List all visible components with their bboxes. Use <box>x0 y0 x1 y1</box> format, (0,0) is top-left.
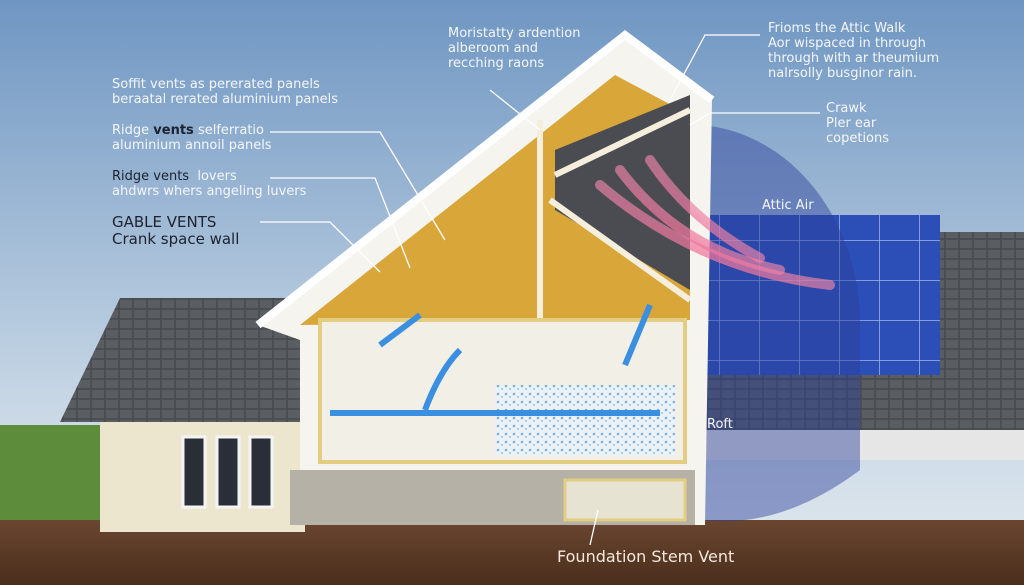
left-roof <box>60 298 305 422</box>
label-line: Aor wispaced in through <box>768 36 926 51</box>
window <box>181 435 274 509</box>
airflow-zone <box>700 125 861 522</box>
label-ridge-vents-1: Ridge vents selferratio aluminium annoil… <box>112 123 272 153</box>
label-line: recching raons <box>448 56 545 71</box>
warm-airflow-arrows <box>595 155 835 290</box>
label-bold: vents <box>153 123 194 138</box>
label-line: copetions <box>826 131 890 146</box>
cool-airflow-arrows <box>330 303 660 416</box>
label-line: nalrsolly busginor rain. <box>768 66 918 81</box>
label-title: Ridge vents <box>112 169 190 184</box>
label-ridge-vents-2: Ridge vents lovers ahdwrs whers angeling… <box>112 169 306 199</box>
label-line: Crank space wall <box>112 230 240 248</box>
label-foundation-vent: Foundation Stem Vent <box>557 547 735 566</box>
attic-dark <box>555 95 690 290</box>
label-line: through with ar theumium <box>768 51 940 66</box>
label-roft: Roft <box>707 417 733 432</box>
label-rest: selferratio <box>197 123 264 138</box>
label-line: GABLE VENTS <box>112 213 217 231</box>
label-attic-air: Attic Air <box>762 198 814 213</box>
leader-lines <box>260 34 820 546</box>
label-line: Ridge vents lovers <box>112 169 306 184</box>
label-line: beraatal rerated aluminium panels <box>112 92 339 107</box>
label-line: Ridge vents selferratio <box>112 123 272 138</box>
label-line: Moristatty ardention <box>448 26 581 41</box>
label-gable-vents: GABLE VENTS Crank space wall <box>112 214 239 248</box>
label-rest: lovers <box>197 169 237 184</box>
fascia <box>690 430 1024 460</box>
foundation-vent <box>563 478 687 522</box>
roof-edge <box>255 29 715 329</box>
label-line: Crawk <box>826 101 867 116</box>
label-soffit-vents: Soffit vents as pererated panels beraata… <box>112 77 338 107</box>
label-attic-walk: Frioms the Attic Walk Aor wispaced in th… <box>768 21 939 81</box>
solar-panel <box>705 215 940 375</box>
label-line: alberoom and <box>448 41 539 56</box>
label-line: ahdwrs whers angeling luvers <box>112 184 307 199</box>
insulation <box>495 385 675 455</box>
label-line: Frioms the Attic Walk <box>768 21 906 36</box>
label-top-center: Moristatty ardention alberoom and recchi… <box>448 26 580 71</box>
label-line: Soffit vents as pererated panels <box>112 77 320 92</box>
roof-trusses <box>537 107 692 320</box>
label-title: Ridge <box>112 123 150 138</box>
label-crawk: Crawk Pler ear copetions <box>826 101 889 146</box>
grass <box>0 425 110 535</box>
label-line: Pler ear <box>826 116 877 131</box>
label-line: aluminium annoil panels <box>112 138 272 153</box>
